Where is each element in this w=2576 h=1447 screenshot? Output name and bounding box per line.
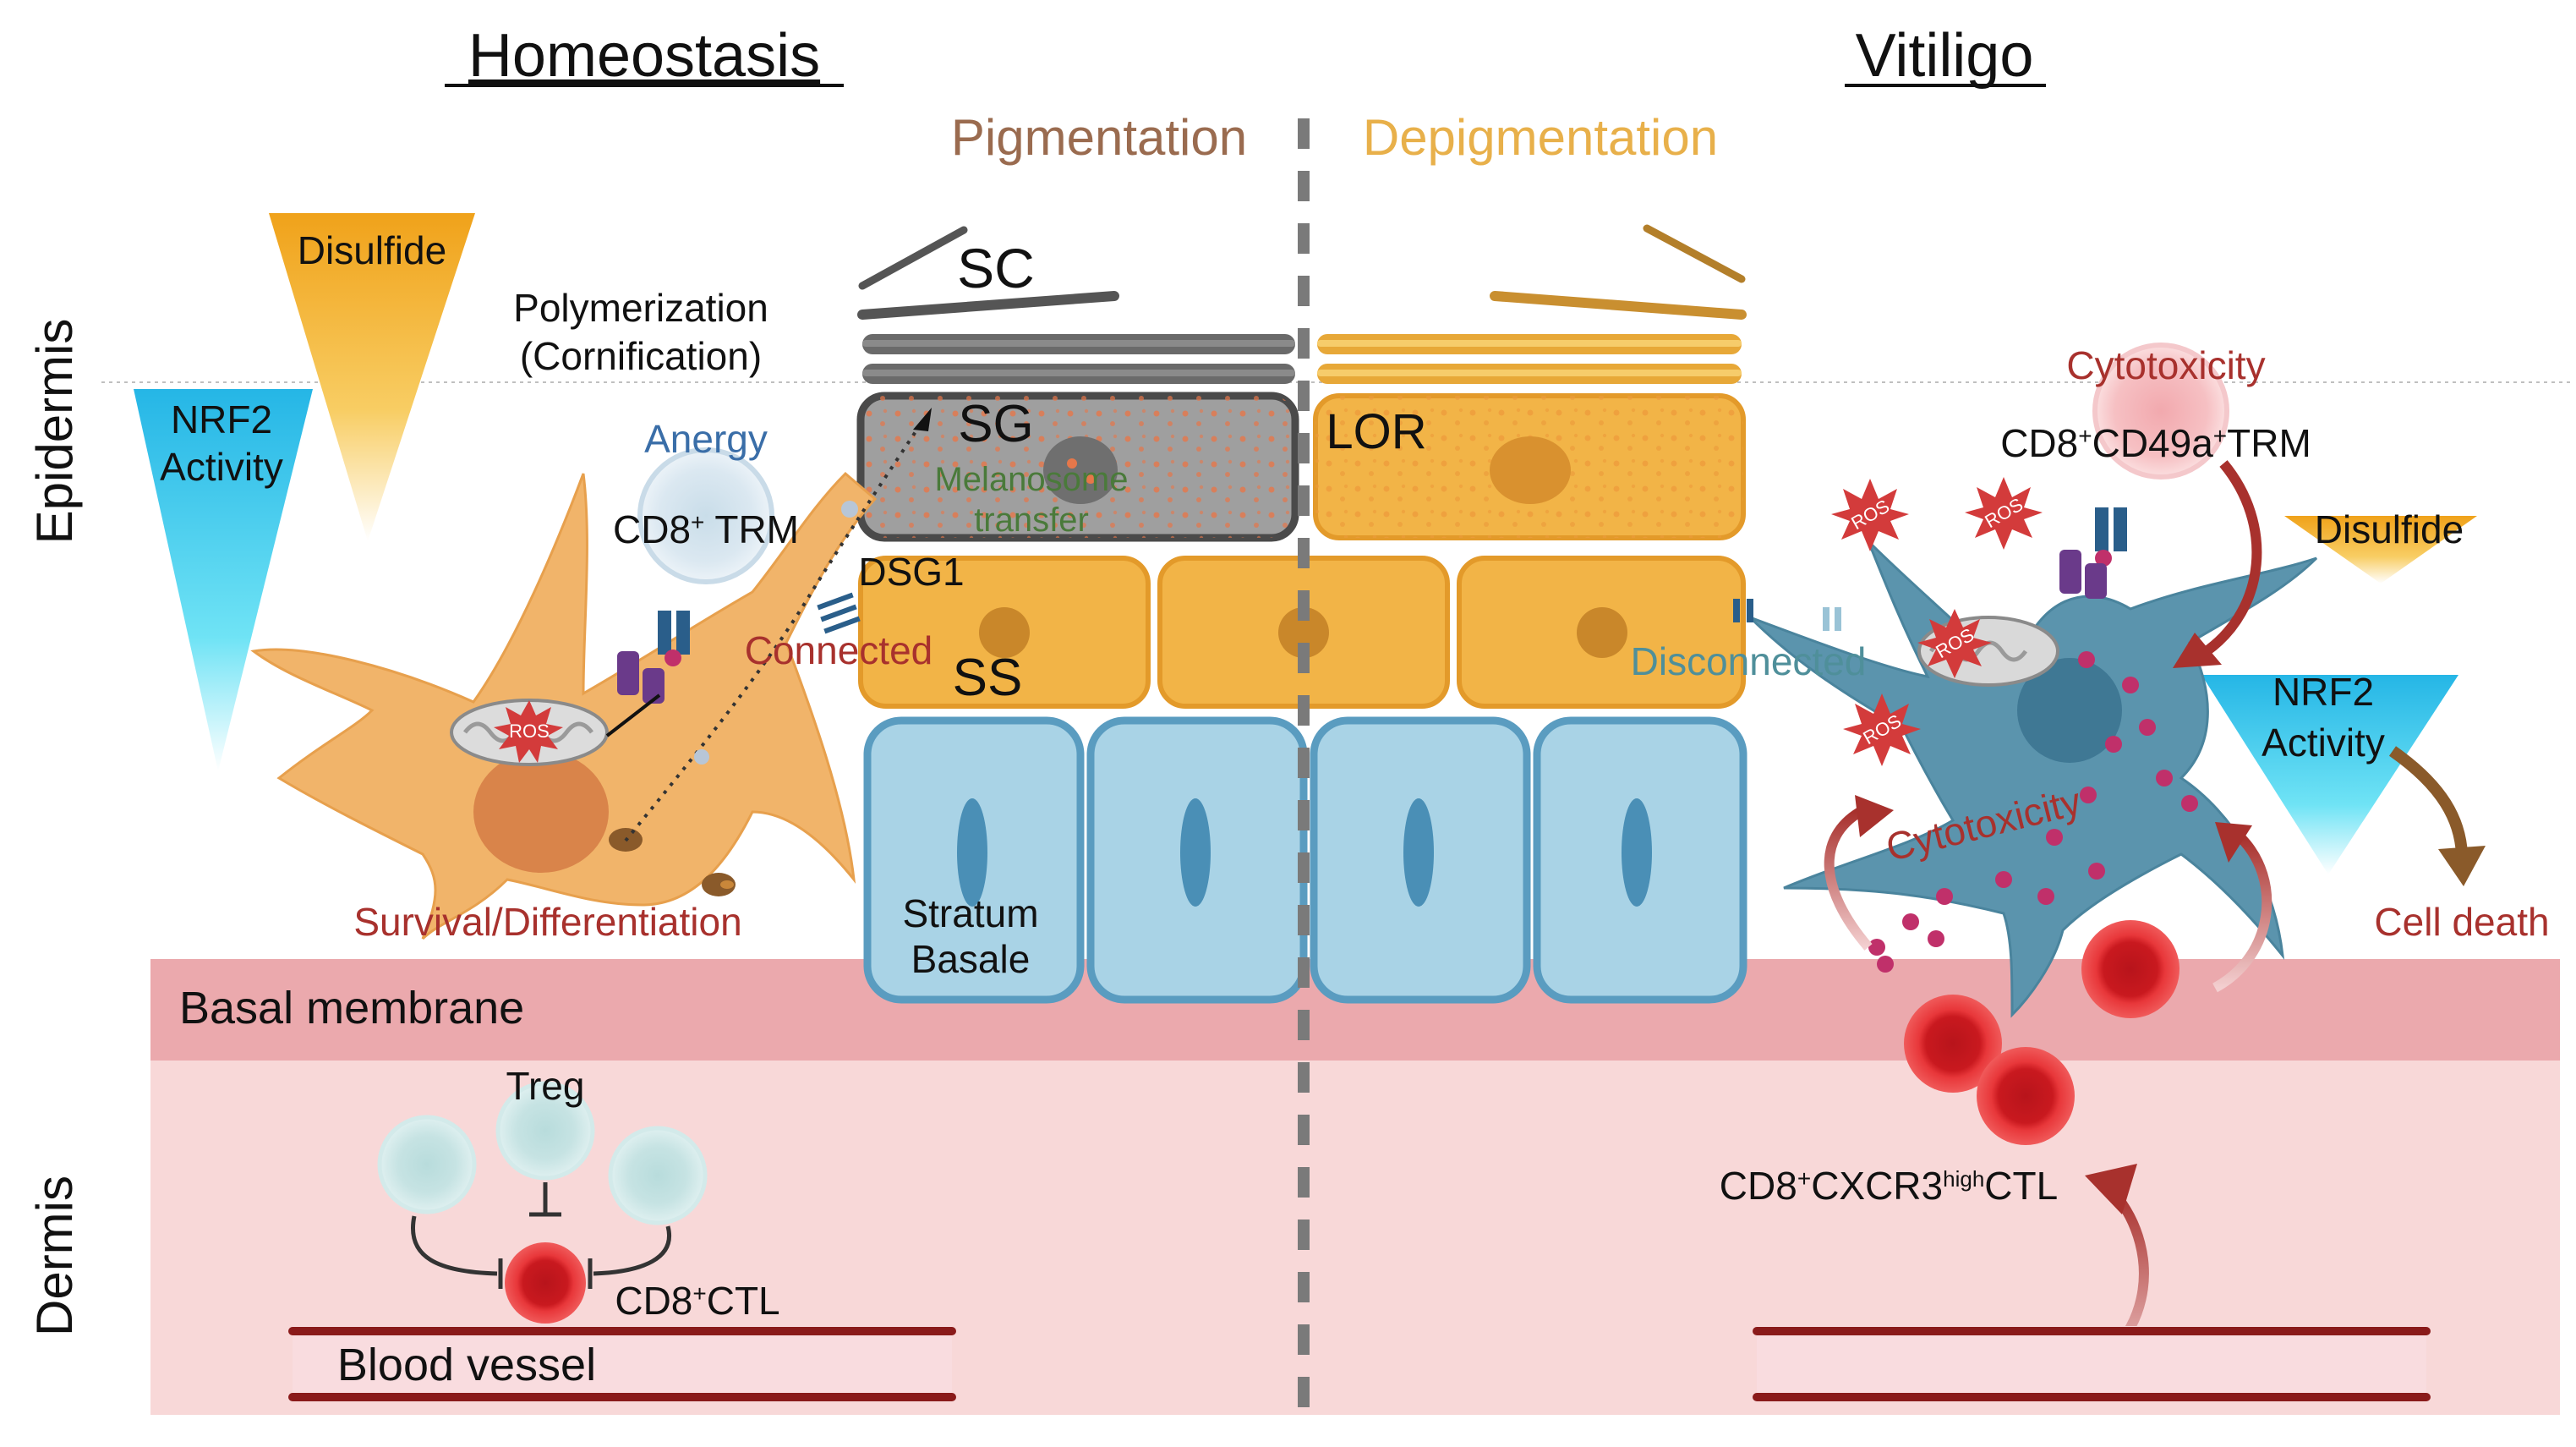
cd8-ctl-label: CD8+CTL xyxy=(615,1279,779,1323)
stratum-corneum-right xyxy=(1317,224,1747,384)
label-sg: SG xyxy=(958,395,1034,453)
nrf2-right-line1: NRF2 xyxy=(2272,670,2374,714)
vitiligo-nucleus xyxy=(2017,658,2122,763)
disulfide-gradient-right xyxy=(2284,516,2477,584)
label-basal-membrane: Basal membrane xyxy=(179,983,524,1033)
treg-inhibition-lines xyxy=(411,1182,671,1289)
cd8-cd49a-trm-label: CD8+CD49a+TRM xyxy=(2000,421,2311,465)
treg-cell-1 xyxy=(377,1115,477,1214)
polymerization-line2: (Cornification) xyxy=(520,334,762,378)
disulfide-gradient-left xyxy=(269,213,475,541)
cell-death-arrow xyxy=(2388,746,2468,855)
stratum-basale-line2: Basale xyxy=(911,937,1031,981)
ros-burst-right-3: ROS xyxy=(1917,609,1992,678)
dsg1-junction-left xyxy=(817,592,861,634)
dsg1-junction-right xyxy=(1733,599,1841,631)
disulfide-left-label: Disulfide xyxy=(298,228,446,272)
nrf2-right-line2: Activity xyxy=(2262,721,2385,765)
cytotoxicity-arrow-top xyxy=(2203,460,2262,655)
ros-label-left: ROS xyxy=(509,721,550,742)
melanosome-line1: Melanosome xyxy=(934,461,1128,498)
label-epidermis: Epidermis xyxy=(26,319,83,545)
melanosome-line2: transfer xyxy=(974,502,1089,539)
cell-death-arrow-head xyxy=(2438,846,2486,886)
cd8-ctl-cell-left xyxy=(505,1242,586,1324)
label-depigmentation: Depigmentation xyxy=(1363,109,1718,166)
anergy-label: Anergy xyxy=(644,417,768,461)
treg-cell-3 xyxy=(608,1126,708,1225)
cxcr3-ctl-cell-3 xyxy=(2081,920,2179,1018)
stratum-basale-line1: Stratum xyxy=(902,891,1038,935)
stratum-corneum-left xyxy=(857,226,1295,384)
label-dermis: Dermis xyxy=(26,1176,83,1336)
blood-vessel-left xyxy=(288,1326,956,1401)
tcr-mhc-complex-left xyxy=(605,611,690,737)
cytotoxicity-arrow-top-head xyxy=(2173,633,2222,668)
melanosome-granule-1 xyxy=(694,749,709,765)
melanocyte-vitiligo xyxy=(1748,540,2318,1018)
disulfide-right-label: Disulfide xyxy=(2315,507,2464,551)
cd8-trm-cell-left xyxy=(637,447,774,584)
blood-vessel-right xyxy=(1753,1326,2431,1401)
title-vitiligo: Vitiligo xyxy=(1856,22,2034,90)
melanosome-granule-2 xyxy=(841,501,858,518)
dsg1-label: DSG1 xyxy=(858,550,964,594)
ros-burst-right-2: ROS xyxy=(1965,477,2043,550)
cytotoxicity-top-label: Cytotoxicity xyxy=(2066,343,2265,387)
melanosome-arrow-head xyxy=(913,408,932,431)
label-ss: SS xyxy=(953,649,1023,707)
nrf2-left-line2: Activity xyxy=(160,445,283,489)
title-homeostasis: Homeostasis xyxy=(468,22,820,90)
cd8-trm-label: CD8+ TRM xyxy=(613,507,799,551)
blood-vessel-label: Blood vessel xyxy=(337,1340,596,1390)
survival-label: Survival/Differentiation xyxy=(353,900,741,944)
label-sc: SC xyxy=(957,237,1035,299)
tcr-mhc-complex-right xyxy=(2059,507,2127,599)
label-lor: LOR xyxy=(1326,404,1426,459)
ros-burst-left xyxy=(494,700,563,763)
cxcr3-ctl-label: CD8+CXCR3highCTL xyxy=(1720,1164,2058,1208)
ss-cells xyxy=(858,556,1746,709)
melanosome-transfer-path xyxy=(624,421,923,842)
lor-cell-right xyxy=(1313,393,1746,540)
cxcr3-ctl-cell-1 xyxy=(1904,995,2002,1093)
cd8-cd49a-trm-cell xyxy=(2092,343,2229,480)
ros-burst-right-4: ROS xyxy=(1843,693,1921,766)
cxcr3-ctl-cell-2 xyxy=(1977,1047,2075,1145)
ros-burst-right-1: ROS xyxy=(1831,479,1909,551)
cell-death-label: Cell death xyxy=(2374,900,2549,944)
label-pigmentation: Pigmentation xyxy=(951,109,1247,166)
basal-cells xyxy=(863,716,1747,1004)
disconnected-label: Disconnected xyxy=(1631,639,1867,683)
nrf2-left-line1: NRF2 xyxy=(171,397,272,441)
granzyme-particles xyxy=(1868,651,2198,973)
treg-cell-2 xyxy=(495,1081,595,1181)
polymerization-line1: Polymerization xyxy=(513,286,768,330)
nrf2-gradient-left xyxy=(134,389,313,771)
nrf2-gradient-right xyxy=(2201,675,2458,874)
sg-cell-left xyxy=(856,392,1299,542)
connected-label: Connected xyxy=(745,628,933,672)
treg-label: Treg xyxy=(506,1064,585,1108)
